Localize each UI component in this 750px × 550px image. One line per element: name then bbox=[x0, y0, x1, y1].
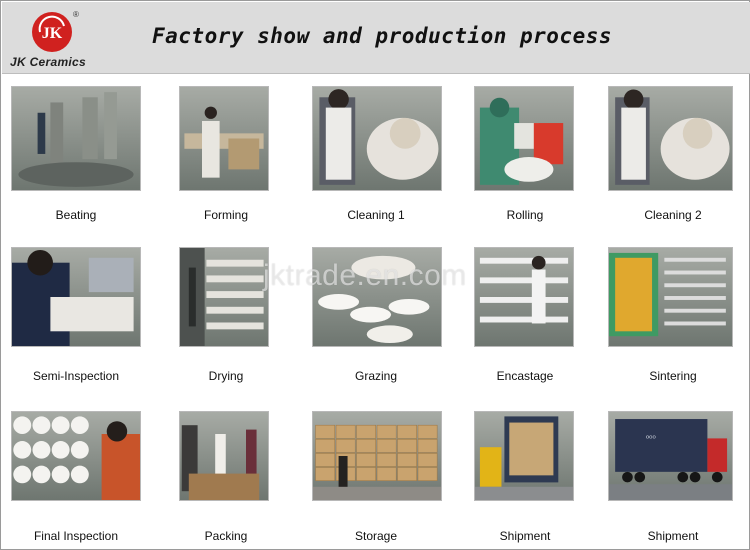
step-caption: Packing bbox=[204, 529, 248, 543]
grazing-photo bbox=[312, 247, 442, 347]
step-caption: Storage bbox=[354, 529, 398, 543]
step-caption: Beating bbox=[55, 208, 97, 222]
svg-text:ooo: ooo bbox=[646, 434, 657, 440]
cleaning-photo bbox=[608, 86, 733, 191]
step-caption: Forming bbox=[203, 208, 248, 222]
registered-mark: ® bbox=[73, 10, 79, 19]
encastage-photo bbox=[474, 247, 574, 347]
jk-logo-icon: JK bbox=[32, 12, 72, 52]
cleaning-photo bbox=[312, 86, 442, 191]
step-caption: Encastage bbox=[496, 369, 554, 383]
beating-photo bbox=[11, 86, 141, 191]
step-caption: Semi-Inspection bbox=[32, 369, 120, 383]
final-inspection-photo bbox=[11, 411, 141, 501]
truck-photo: ooo bbox=[608, 411, 733, 501]
step-caption: Drying bbox=[208, 369, 244, 383]
drying-photo bbox=[179, 247, 269, 347]
shipment-photo bbox=[474, 411, 574, 501]
step-caption: Shipment bbox=[499, 529, 551, 543]
step-caption: Cleaning 2 bbox=[644, 208, 702, 222]
logo-emblem-icon: JK bbox=[33, 13, 71, 51]
storage-photo bbox=[312, 411, 442, 501]
step-caption: Final Inspection bbox=[33, 529, 119, 543]
packing-photo bbox=[179, 411, 269, 501]
step-caption: Grazing bbox=[354, 369, 398, 383]
step-caption: Sintering bbox=[649, 369, 697, 383]
header-banner: JK ® JK Ceramics Factory show and produc… bbox=[2, 2, 750, 74]
step-caption: Cleaning 1 bbox=[347, 208, 405, 222]
step-caption: Rolling bbox=[506, 208, 544, 222]
step-caption: Shipment bbox=[647, 529, 699, 543]
rolling-photo bbox=[474, 86, 574, 191]
logo-initials: JK bbox=[42, 25, 63, 42]
page-title: Factory show and production process bbox=[152, 24, 613, 48]
sintering-photo bbox=[608, 247, 733, 347]
forming-photo bbox=[179, 86, 269, 191]
company-name: JK Ceramics bbox=[10, 55, 87, 69]
watermark: jktrade.en.com bbox=[263, 259, 467, 292]
inspection-photo bbox=[11, 247, 141, 347]
